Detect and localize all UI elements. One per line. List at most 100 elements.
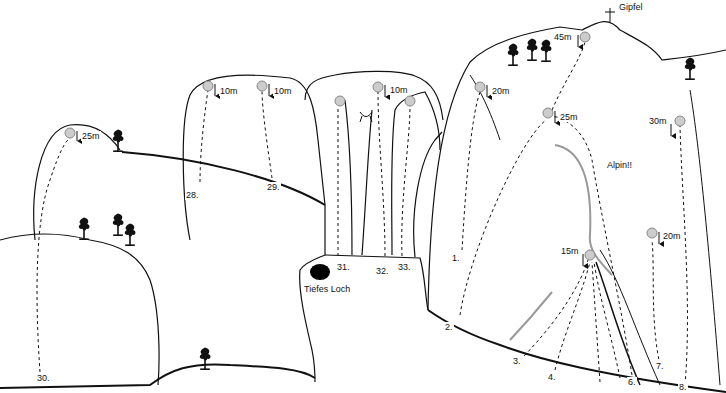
rock-outline xyxy=(414,132,442,257)
route-number: 8. xyxy=(678,382,688,392)
rock-outline xyxy=(428,22,726,310)
route-number: 4. xyxy=(547,372,557,382)
rappel-arrow xyxy=(77,35,671,266)
rock-outline xyxy=(183,75,325,240)
route-line xyxy=(37,42,687,385)
tree-icon xyxy=(79,218,90,240)
rock-outline xyxy=(0,234,159,385)
route-number: 33. xyxy=(397,262,412,272)
deep-hole xyxy=(310,264,330,280)
route-number: 3. xyxy=(512,356,522,366)
length-label: 20m xyxy=(491,86,511,96)
route-line xyxy=(200,90,208,182)
rock-outline xyxy=(362,110,372,255)
anchor-bolt xyxy=(580,32,590,42)
route-line xyxy=(460,120,546,315)
length-label: 10m xyxy=(273,86,293,96)
rock-outline xyxy=(122,152,325,205)
rock-outline xyxy=(690,90,720,385)
route-number: 6. xyxy=(627,377,637,387)
anchor-bolt xyxy=(203,81,213,91)
summit-cross xyxy=(605,8,615,22)
note-label: Alpin!! xyxy=(606,160,633,170)
route-line xyxy=(37,138,70,372)
route-line xyxy=(338,106,339,256)
length-label: 30m xyxy=(648,116,668,126)
length-label: 10m xyxy=(219,86,239,96)
rappel-arrow xyxy=(578,35,579,47)
route-line xyxy=(262,90,272,178)
route-number: 30. xyxy=(36,373,51,383)
route-line xyxy=(652,240,660,365)
rappel-arrow xyxy=(77,131,78,141)
route-line xyxy=(462,92,480,250)
rappel-arrow xyxy=(555,111,556,123)
anchor-bolt xyxy=(543,108,553,118)
tree-icon xyxy=(508,44,519,66)
route-line xyxy=(592,262,600,382)
tree-icon xyxy=(541,40,552,62)
tree-icon xyxy=(200,348,211,370)
anchor-bolt xyxy=(405,96,415,106)
route-number: 31. xyxy=(336,262,351,272)
route-line xyxy=(520,260,588,360)
rock-outline xyxy=(392,92,440,255)
rock-outline xyxy=(360,112,372,122)
rock-outline xyxy=(596,262,640,385)
route-number: 32. xyxy=(375,266,390,276)
length-label: 20m xyxy=(662,231,682,241)
route-number: 1. xyxy=(451,253,461,263)
anchor-bolt xyxy=(373,82,383,92)
rappel-arrow xyxy=(583,254,584,266)
tree-icon xyxy=(527,39,538,61)
rappel-arrow xyxy=(487,85,488,97)
route-number: 7. xyxy=(655,361,665,371)
rock-outline xyxy=(428,310,726,392)
crack-line xyxy=(555,145,612,275)
rock-outline xyxy=(34,125,120,240)
rappel-arrow xyxy=(671,124,672,136)
anchor-bolt xyxy=(335,96,345,106)
crack-line xyxy=(510,292,552,340)
rock-outline xyxy=(345,100,352,255)
rappel-arrow xyxy=(215,84,216,96)
rappel-arrow xyxy=(269,84,270,96)
route-line xyxy=(594,262,620,378)
rock-outline xyxy=(325,255,428,310)
crack-line xyxy=(510,145,612,340)
length-label: 15m xyxy=(560,246,580,256)
route-line xyxy=(378,92,385,256)
tree-icon xyxy=(685,58,696,80)
length-label: 45m xyxy=(553,32,573,42)
rock-outline xyxy=(470,75,500,140)
summit-cross xyxy=(610,8,611,22)
route-line xyxy=(552,116,632,375)
anchor-bolt xyxy=(475,82,485,92)
route-line xyxy=(555,262,590,370)
summit-label: Gipfel xyxy=(618,2,644,12)
anchor-bolt xyxy=(647,228,657,238)
tree-icon xyxy=(79,39,696,370)
route-number: 2. xyxy=(444,322,454,332)
route-line xyxy=(552,42,585,110)
place-label: Tiefes Loch xyxy=(303,284,351,294)
tree-icon xyxy=(125,224,136,246)
length-label: 10m xyxy=(389,85,409,95)
anchor-bolt xyxy=(65,128,75,138)
rock-outline xyxy=(305,71,443,120)
route-line xyxy=(402,106,410,256)
route-number: 28. xyxy=(185,190,200,200)
anchor-bolt xyxy=(257,81,267,91)
anchor-bolt xyxy=(675,116,685,126)
anchor-bolt xyxy=(65,32,685,260)
anchor-bolt xyxy=(585,250,595,260)
length-label: 25m xyxy=(81,131,101,141)
route-line xyxy=(680,126,687,385)
length-label: 25m xyxy=(559,112,579,122)
rappel-arrow xyxy=(659,232,660,244)
route-number: 29. xyxy=(266,182,281,192)
rock-outline xyxy=(0,22,726,392)
rock-outline xyxy=(600,250,660,385)
